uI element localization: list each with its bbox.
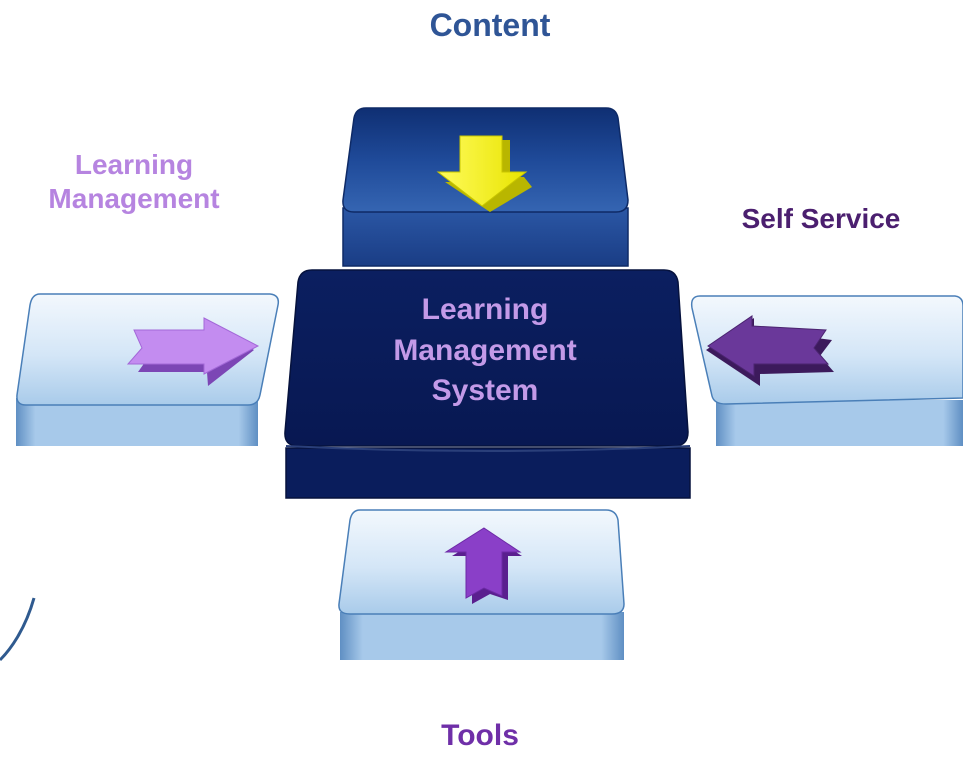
tools-label: Tools bbox=[441, 719, 519, 752]
up-arrow-icon bbox=[444, 527, 522, 604]
center-title-line-1: Learning bbox=[421, 293, 549, 326]
down-arrow-icon bbox=[436, 135, 532, 212]
center-block bbox=[284, 269, 691, 499]
left-arrow-icon bbox=[706, 315, 834, 386]
center-title-line-2: Management bbox=[393, 333, 577, 367]
center-title: Learning Management System bbox=[330, 290, 640, 412]
learning-management-label: Learning Management bbox=[48, 149, 220, 215]
self-service-label: Self Service bbox=[741, 203, 901, 234]
center-title-line-3: System bbox=[431, 374, 539, 407]
right-arrow-icon bbox=[126, 317, 260, 386]
decorative-curve bbox=[0, 597, 36, 662]
content-label: Content bbox=[429, 7, 551, 43]
